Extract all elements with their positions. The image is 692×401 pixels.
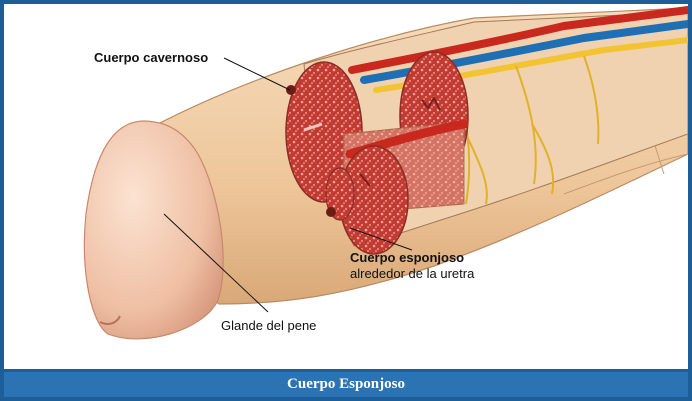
label-glans: Glande del pene xyxy=(221,318,316,333)
illustration-panel: Cuerpo cavernoso Cuerpo esponjoso alrede… xyxy=(4,4,688,369)
figure-caption: Cuerpo Esponjoso xyxy=(287,376,405,393)
label-corpus-spongiosum: Cuerpo esponjoso xyxy=(350,250,464,265)
label-corpus-spongiosum-note: alrededor de la uretra xyxy=(350,266,474,281)
label-corpus-cavernosum: Cuerpo cavernoso xyxy=(94,50,208,65)
caption-bar: Cuerpo Esponjoso xyxy=(4,372,688,397)
